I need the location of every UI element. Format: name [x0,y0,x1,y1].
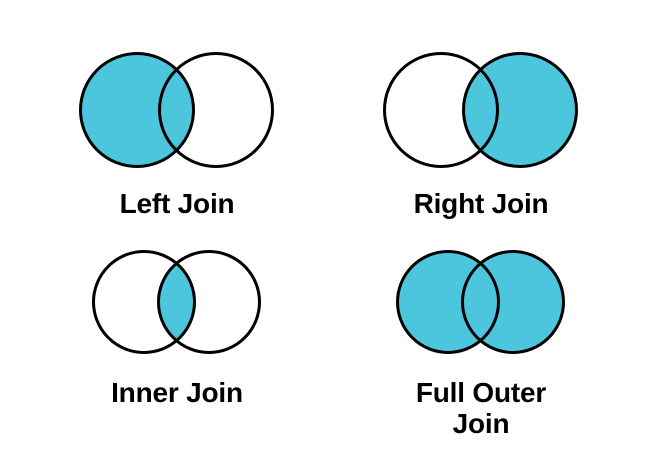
panel-label-full-outer-join: Full Outer Join [415,377,547,440]
left-set-circle-outline [79,52,195,168]
panel-label-left-join: Left Join [119,188,235,219]
right-set-circle [463,53,577,167]
left-set-circle [80,53,194,167]
panel-right-join: Right Join [348,46,614,219]
venn-left-join-svg [79,52,274,168]
left-set-circle [383,52,499,168]
panel-label-right-join: Right Join [413,188,549,219]
venn-inner-join [44,244,310,360]
right-set-circle-outline [461,250,565,354]
panel-label-inner-join: Inner Join [111,377,243,408]
left-set-circle-outline [92,250,196,354]
venn-full-outer-join [348,244,614,360]
intersection-region [158,251,195,353]
right-set-circle-outline [462,52,578,168]
venn-right-join [348,46,614,174]
panel-left-join: Left Join [44,46,310,219]
left-set-circle-outline [396,250,500,354]
venn-full-outer-join-svg [396,250,565,354]
venn-right-join-svg [383,52,578,168]
right-set-circle-outline [157,250,261,354]
right-set-circle [462,251,564,353]
right-set-circle [158,52,274,168]
panel-full-outer-join: Full Outer Join [348,244,614,440]
panel-inner-join: Inner Join [44,244,310,408]
venn-left-join [44,46,310,174]
venn-inner-join-svg [92,250,261,354]
